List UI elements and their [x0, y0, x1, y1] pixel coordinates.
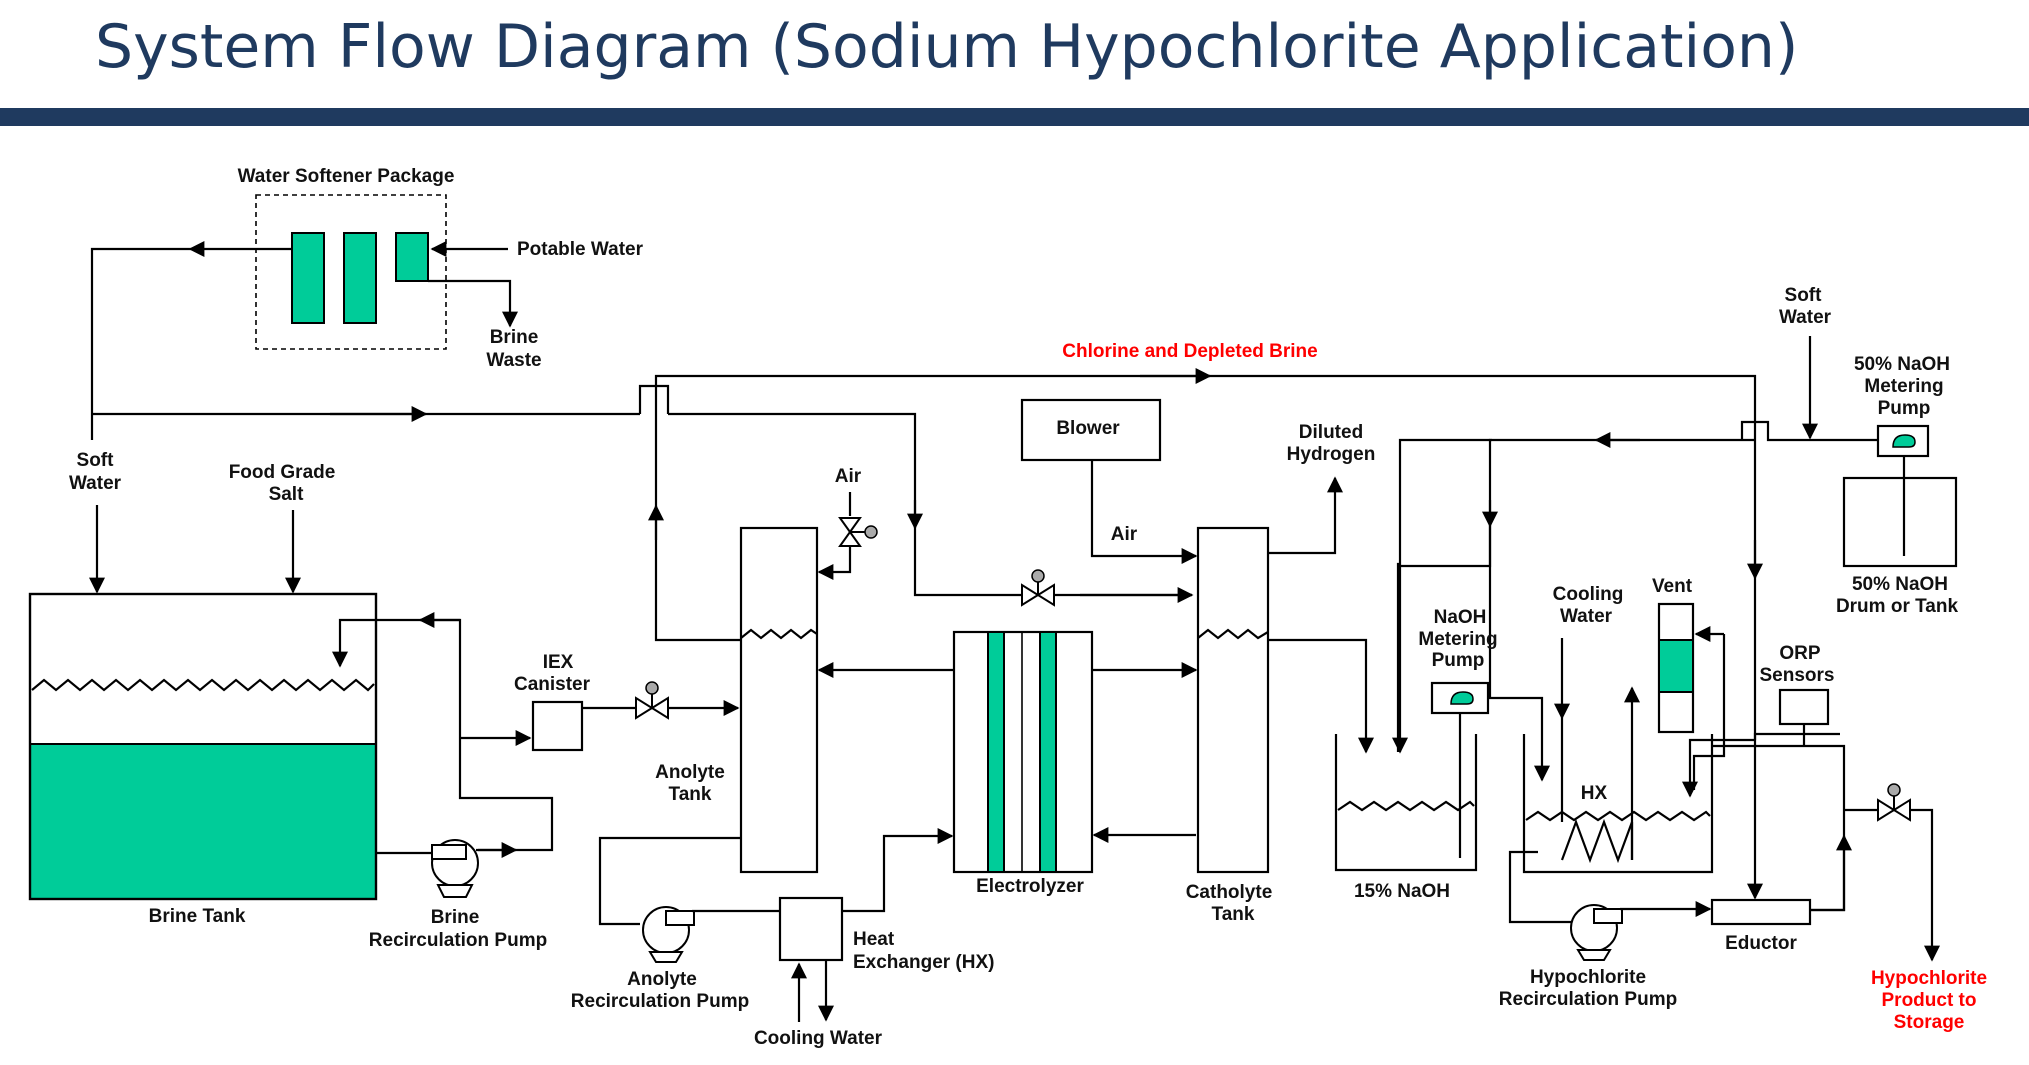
label-naoh-15: 15% NaOH — [1354, 881, 1450, 902]
label-air-blower: Air — [1111, 524, 1138, 545]
label-naoh-metering-pump-1: NaOH — [1434, 607, 1487, 628]
label-iex-canister-1: IEX — [543, 652, 574, 673]
heat-exchanger — [778, 896, 844, 962]
label-brine-waste-1: Brine — [490, 327, 539, 348]
catholyte-tank — [1196, 526, 1270, 874]
label-blower: Blower — [1056, 418, 1120, 439]
label-heat-exchanger-2: Exchanger (HX) — [853, 952, 994, 973]
label-naoh-50-metering-pump-2: Metering — [1864, 376, 1943, 397]
naoh-50-drum — [1842, 476, 1958, 568]
label-iex-canister-2: Canister — [514, 674, 591, 695]
label-naoh-50-drum-1: 50% NaOH — [1852, 574, 1948, 595]
label-naoh-50-metering-pump-3: Pump — [1878, 398, 1931, 419]
label-naoh-50-drum-2: Drum or Tank — [1836, 596, 1959, 617]
eductor — [1710, 898, 1812, 926]
label-potable-water: Potable Water — [517, 239, 644, 260]
label-naoh-metering-pump-2: Metering — [1418, 629, 1497, 650]
anolyte-tank — [739, 526, 819, 874]
label-hypochlorite-product-1: Hypochlorite — [1871, 968, 1987, 989]
label-orp-sensors-1: ORP — [1779, 643, 1821, 664]
title-rule — [0, 108, 2029, 126]
electrolyzer — [952, 630, 1094, 874]
label-hx: HX — [1581, 783, 1608, 804]
label-anolyte-tank-1: Anolyte — [655, 762, 725, 783]
label-naoh-metering-pump-3: Pump — [1432, 650, 1485, 671]
label-catholyte-tank-1: Catholyte — [1186, 882, 1273, 903]
label-cooling-water-hx-2: Water — [1560, 606, 1613, 627]
label-anolyte-recirc-pump-2: Recirculation Pump — [571, 991, 749, 1012]
valve-catholyte-feed — [1021, 569, 1055, 607]
label-diluted-hydrogen-2: Hydrogen — [1287, 444, 1376, 465]
label-vent: Vent — [1652, 576, 1693, 597]
hypochlorite-recirc-pump — [1570, 904, 1623, 961]
label-water-softener-package: Water Softener Package — [238, 166, 455, 187]
valve-air — [838, 517, 878, 547]
label-heat-exchanger-1: Heat — [853, 929, 895, 950]
label-soft-water-right-2: Water — [1779, 307, 1832, 328]
anolyte-recirc-pump — [642, 906, 695, 963]
naoh-50-metering-pump — [1876, 424, 1930, 458]
naoh-15-tank — [1334, 734, 1478, 872]
label-hypochlorite-recirc-pump-1: Hypochlorite — [1530, 967, 1646, 988]
label-soft-water-left-1: Soft — [77, 450, 115, 471]
label-brine-recirc-pump-1: Brine — [431, 907, 480, 928]
label-hypochlorite-product-3: Storage — [1894, 1012, 1965, 1033]
label-hypochlorite-product-2: Product to — [1882, 990, 1977, 1011]
brine-tank — [28, 592, 378, 901]
label-brine-tank: Brine Tank — [149, 906, 246, 927]
label-anolyte-tank-2: Tank — [669, 784, 712, 805]
label-naoh-50-metering-pump-1: 50% NaOH — [1854, 354, 1950, 375]
label-cooling-water-hx-1: Cooling — [1553, 584, 1624, 605]
label-food-grade-salt-2: Salt — [269, 484, 305, 505]
label-chlorine-depleted-brine: Chlorine and Depleted Brine — [1062, 341, 1317, 362]
brine-recirc-pump — [431, 839, 479, 898]
label-eductor: Eductor — [1725, 933, 1797, 954]
label-electrolyzer: Electrolyzer — [976, 876, 1084, 897]
label-cooling-water-bottom: Cooling Water — [754, 1028, 883, 1049]
label-brine-recirc-pump-2: Recirculation Pump — [369, 930, 547, 951]
orp-sensors — [1778, 688, 1830, 726]
page-title: System Flow Diagram (Sodium Hypochlorite… — [95, 12, 1799, 82]
naoh-metering-pump — [1430, 681, 1490, 715]
label-hypochlorite-recirc-pump-2: Recirculation Pump — [1499, 989, 1677, 1010]
iex-canister — [531, 700, 584, 752]
label-soft-water-right-1: Soft — [1785, 285, 1823, 306]
label-soft-water-left-2: Water — [69, 473, 122, 494]
valve-iex — [635, 681, 669, 720]
label-food-grade-salt-1: Food Grade — [229, 462, 336, 483]
water-softener-package — [255, 194, 447, 350]
label-anolyte-recirc-pump-1: Anolyte — [627, 969, 697, 990]
valve-product — [1877, 783, 1911, 822]
label-catholyte-tank-2: Tank — [1212, 904, 1255, 925]
label-brine-waste-2: Waste — [486, 350, 541, 371]
label-air-valve: Air — [835, 466, 862, 487]
hypochlorite-tank — [1522, 734, 1714, 874]
vent-column — [1657, 602, 1695, 734]
label-diluted-hydrogen-1: Diluted — [1299, 422, 1363, 443]
label-orp-sensors-2: Sensors — [1760, 665, 1835, 686]
